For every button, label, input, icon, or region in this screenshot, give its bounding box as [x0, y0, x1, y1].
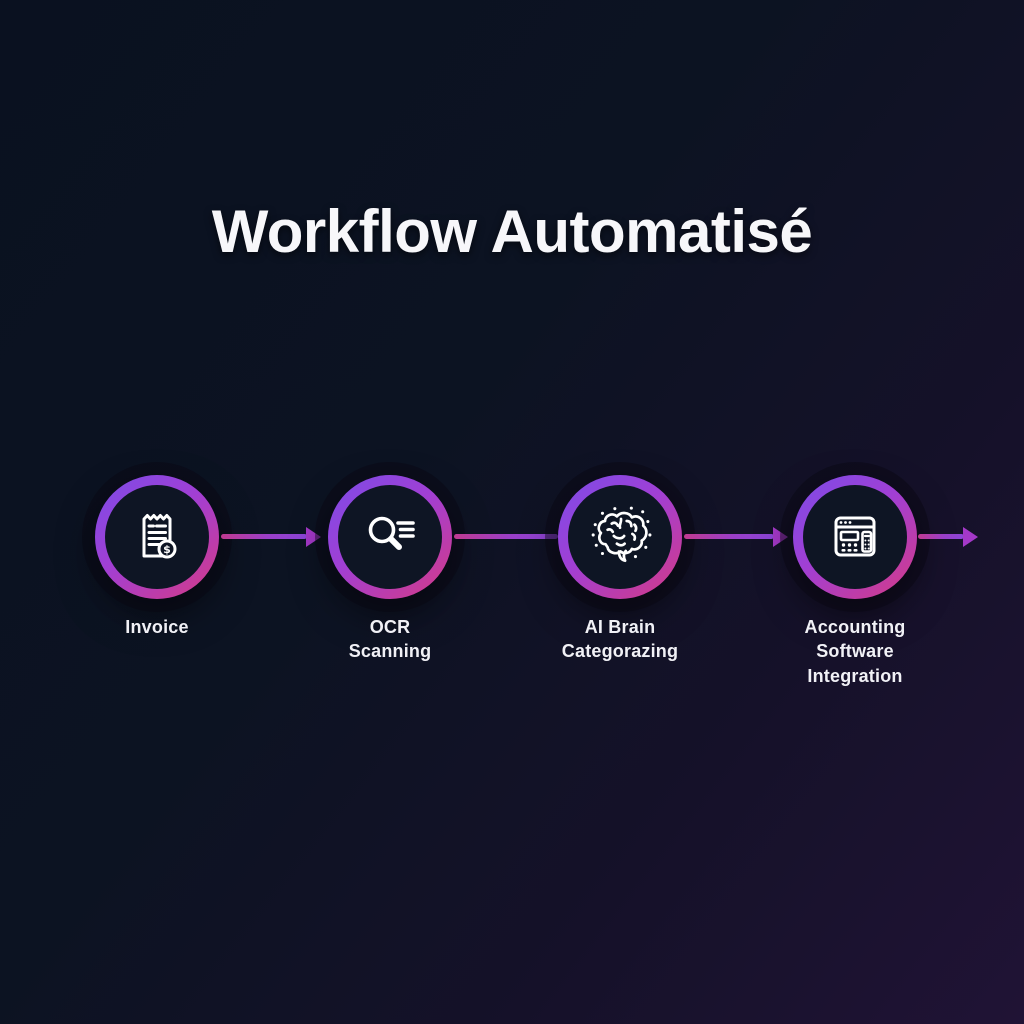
arrow-brain-to-accounting: [684, 534, 774, 539]
step-label-ocr-scanning: OCR Scanning: [348, 617, 432, 662]
step-circle-invoice: $: [95, 475, 219, 599]
step-circle-ocr-scanning: [328, 475, 452, 599]
step-label-ai-brain: AI Brain Categorazing: [561, 617, 679, 662]
ai-brain-icon: [591, 506, 652, 563]
arrow-accounting-to-next: [918, 534, 964, 539]
svg-text:$: $: [163, 543, 171, 556]
ocr-magnifier-icon: [368, 516, 415, 550]
step-circle-accounting: [793, 475, 917, 599]
step-circle-inner: [803, 485, 907, 589]
arrow-ocr-to-brain: [454, 534, 558, 539]
step-label-invoice: Invoice: [125, 617, 189, 637]
invoice-receipt-icon: $: [142, 514, 177, 559]
page-title: Workflow Automatisé: [211, 198, 813, 265]
step-circle-inner: [338, 485, 442, 589]
step-circle-inner: [568, 485, 672, 589]
accounting-software-icon: [834, 516, 876, 557]
step-circle-inner: $: [105, 485, 209, 589]
brain-sparkle-dots: [591, 506, 652, 559]
step-label-accounting: Accounting Software Integration: [804, 617, 906, 686]
arrow-invoice-to-ocr: [221, 534, 307, 539]
step-circle-ai-brain: [558, 475, 682, 599]
